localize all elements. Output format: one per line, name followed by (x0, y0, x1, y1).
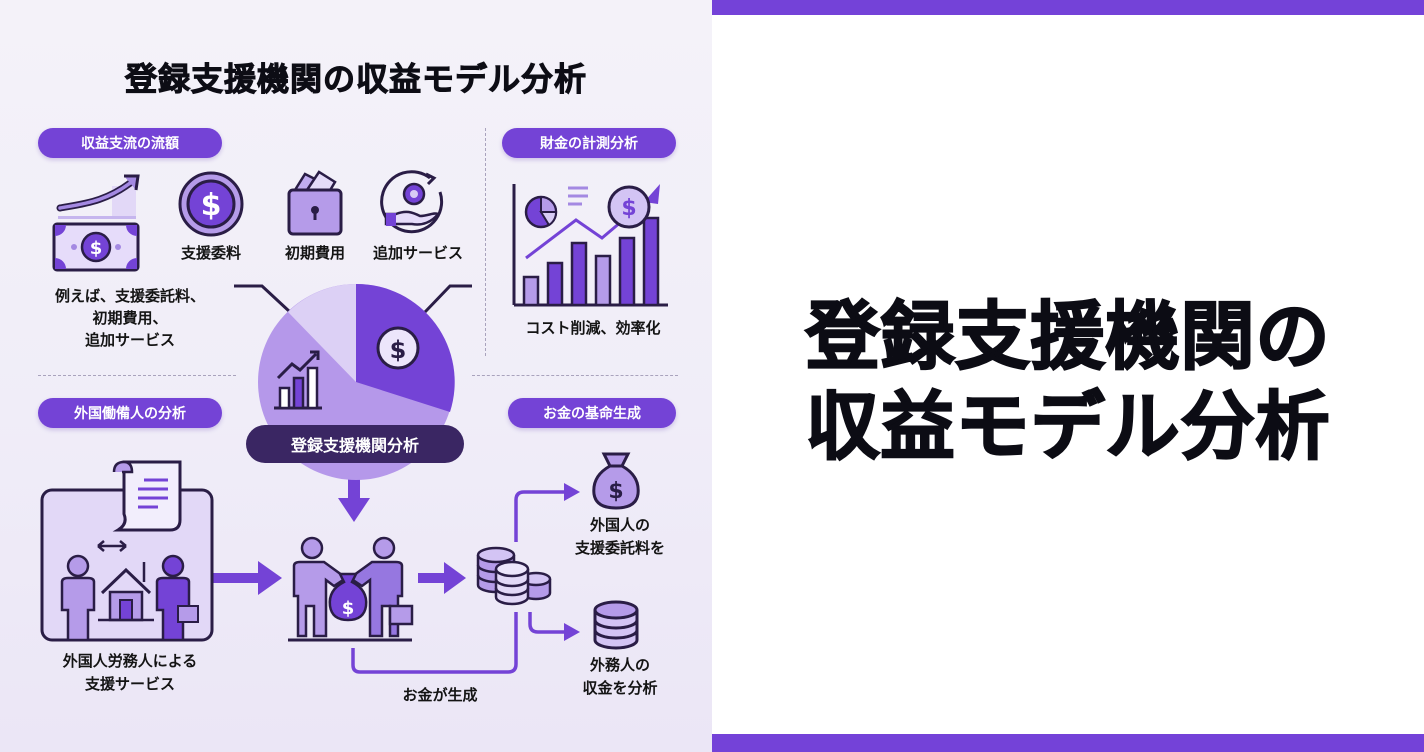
svg-text:$: $ (342, 598, 355, 619)
top-accent-bar (712, 0, 1424, 15)
svg-text:$: $ (621, 196, 636, 221)
financial-caption: コスト削減、効率化 (525, 319, 661, 337)
output-bottom-line-2: 収金を分析 (582, 679, 658, 697)
money-bill-growth-icon: $ (52, 174, 140, 272)
output-top-line-1: 外国人の (589, 516, 650, 534)
revenue-example-line-1: 例えば、支援委託料、 (54, 287, 205, 305)
divider-left (38, 375, 236, 376)
banner-title-line-2: 収益モデル分析 (805, 383, 1331, 471)
infographic-title: 登録支援機関の収益モデル分析 (124, 60, 587, 99)
wallet-lock-icon (287, 170, 343, 236)
svg-text:$: $ (90, 238, 103, 259)
pill-financial-analysis: 財金の計測分析 (502, 128, 676, 158)
banner-title-line-1: 登録支援機関の (805, 293, 1331, 381)
label-initial-cost: 初期費用 (284, 244, 345, 262)
coin-stacks-icon (476, 546, 552, 606)
connector-lines (212, 284, 580, 674)
pill-money-generation: お金の基命生成 (508, 398, 676, 428)
revenue-example-line-3: 追加サービス (84, 331, 175, 349)
divider-right (472, 375, 678, 376)
svg-text:$: $ (390, 336, 407, 364)
foreign-worker-caption-line-2: 支援サービス (84, 675, 175, 693)
pill-revenue-streams: 収益支流の流額 (38, 128, 222, 158)
infographic-panel: 登録支援機関の収益モデル分析 収益支流の流額 財金の計測分析 外国働備人の分析 … (0, 0, 712, 752)
foreign-worker-caption-line-1: 外国人労務人による (62, 652, 198, 670)
revenue-example-line-2: 初期費用、 (92, 309, 168, 327)
handshake-moneybag-icon: $ (288, 536, 414, 642)
money-bag-icon: $ (592, 452, 640, 510)
dollar-coin-small-icon: $ (607, 185, 651, 229)
output-bottom-line-1: 外務人の (589, 656, 650, 674)
hand-gear-cycle-icon (380, 170, 444, 234)
banner-title: 登録支援機関の 収益モデル分析 (712, 292, 1424, 472)
svg-text:$: $ (608, 479, 623, 504)
flow-label-money-generated: お金が生成 (402, 686, 478, 704)
dollar-coin-icon: $ (178, 171, 244, 237)
bottom-accent-bar (712, 734, 1424, 752)
database-coins-icon (593, 600, 639, 650)
svg-text:$: $ (201, 188, 222, 223)
label-support-fee: 支援委料 (180, 244, 241, 262)
document-scroll-icon (112, 460, 182, 532)
divider-vertical (485, 128, 486, 356)
pill-foreign-worker-analysis: 外国働備人の分析 (38, 398, 222, 428)
output-top-line-2: 支援委託料を (574, 539, 665, 557)
center-analysis-label: 登録支援機関分析 (246, 425, 464, 463)
pie-chart-icon (524, 195, 558, 229)
banner-panel: 登録支援機関の 収益モデル分析 (712, 0, 1424, 752)
label-additional-service: 追加サービス (372, 244, 463, 262)
